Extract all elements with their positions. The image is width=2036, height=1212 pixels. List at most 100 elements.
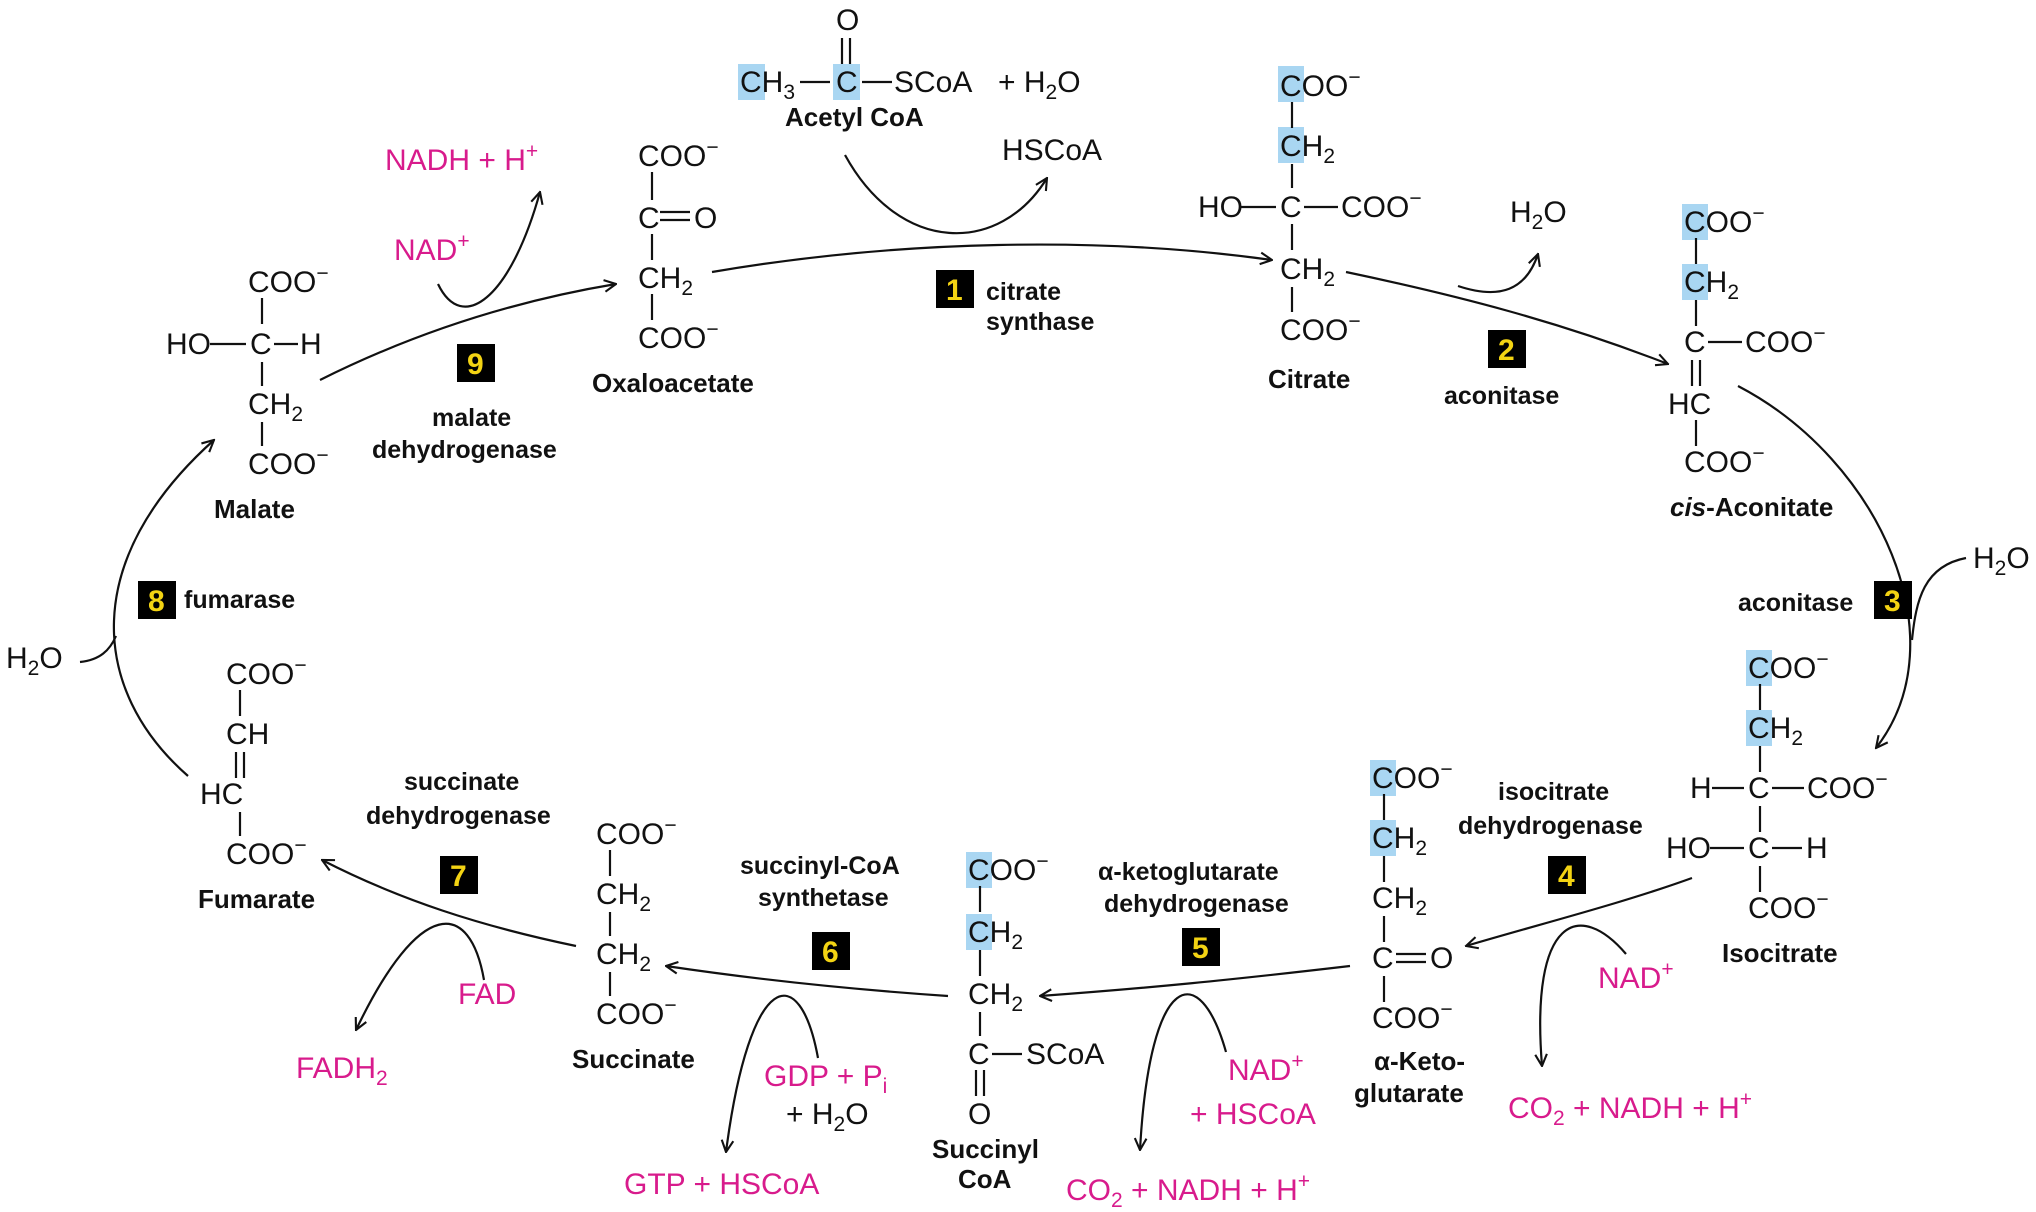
svg-text:CH2: CH2	[1372, 882, 1427, 920]
succinyl-coa-structure: COO− CH2 CH2 C SCoA O Succinyl CoA	[932, 850, 1104, 1194]
svg-text:6: 6	[822, 936, 839, 969]
step5-side-arrow	[1140, 993, 1228, 1150]
svg-text:HO: HO	[1198, 191, 1243, 224]
enzyme-label: α-ketoglutarate	[1098, 858, 1279, 886]
hscoa-reactant-step5: + HSCoA	[1190, 1098, 1316, 1131]
enzyme-label: aconitase	[1738, 589, 1853, 617]
svg-text:CH2: CH2	[248, 388, 303, 426]
fumarate-structure: COO− CH HC COO− Fumarate	[198, 654, 315, 914]
nad-reactant-step5: NAD+	[1228, 1050, 1304, 1087]
svg-text:COO−: COO−	[1372, 998, 1453, 1035]
svg-text:CH2: CH2	[638, 262, 693, 300]
step-number-box	[936, 270, 974, 308]
svg-text:C: C	[1748, 772, 1770, 805]
step-number-box	[1548, 856, 1586, 894]
step-6: 6 succinyl-CoA synthetase	[740, 852, 900, 970]
svg-text:C: C	[968, 1038, 990, 1071]
svg-text:COO−: COO−	[248, 444, 329, 481]
oxaloacetate-structure: COO− C O CH2 COO− Oxaloacetate	[592, 136, 754, 398]
svg-text:C: C	[638, 202, 660, 235]
step-number-box	[1488, 330, 1526, 368]
enzyme-label: dehydrogenase	[366, 802, 551, 830]
svg-text:+ H2O: + H2O	[998, 66, 1081, 104]
svg-text:CH3: CH3	[740, 66, 795, 104]
citrate-structure: COO− CH2 HO C COO− CH2 COO− Citrate	[1198, 66, 1422, 394]
compound-name-succinyl-coa-2: CoA	[958, 1164, 1012, 1194]
h2o-product-step2: H2O	[1510, 196, 1567, 234]
svg-text:C: C	[836, 66, 858, 99]
svg-text:COO−: COO−	[638, 136, 719, 173]
svg-text:O: O	[694, 202, 717, 235]
svg-text:COO−: COO−	[1807, 768, 1888, 805]
svg-text:COO−: COO−	[1745, 322, 1826, 359]
step-4: 4 isocitrate dehydrogenase	[1458, 778, 1643, 894]
enzyme-label: succinyl-CoA	[740, 852, 900, 880]
fad-reactant: FAD	[458, 978, 516, 1011]
step7-arrow	[322, 860, 577, 948]
svg-text:9: 9	[467, 348, 484, 381]
svg-text:H: H	[300, 328, 322, 361]
svg-text:COO−: COO−	[596, 994, 677, 1031]
svg-text:CH2: CH2	[1748, 712, 1803, 750]
svg-text:CH2: CH2	[1372, 822, 1427, 860]
step-number-box	[1874, 581, 1912, 619]
gtp-hscoa-products: GTP + HSCoA	[624, 1168, 819, 1201]
step-number-box	[457, 344, 495, 382]
svg-text:CH2: CH2	[596, 938, 651, 976]
svg-text:SCoA: SCoA	[1026, 1038, 1104, 1071]
svg-text:COO−: COO−	[1684, 442, 1765, 479]
step-number-box	[1182, 928, 1220, 966]
step9-side-arrow	[437, 192, 540, 308]
svg-text:COO−: COO−	[226, 654, 307, 691]
enzyme-label: aconitase	[1444, 382, 1559, 410]
gdp-pi-reactant: GDP + Pi	[764, 1060, 887, 1098]
compound-name-fumarate: Fumarate	[198, 884, 315, 914]
enzyme-label: dehydrogenase	[372, 436, 557, 464]
nadh-h-product-step9: NADH + H+	[385, 140, 538, 177]
compound-name-succinate: Succinate	[572, 1044, 695, 1074]
nad-reactant-step4: NAD+	[1598, 958, 1674, 995]
compound-name-alpha-ketoglutarate-1: α-Keto-	[1374, 1046, 1465, 1076]
svg-text:CH2: CH2	[596, 878, 651, 916]
step6-side-arrow	[726, 994, 820, 1152]
step-number-box	[440, 856, 478, 894]
enzyme-label: synthase	[986, 308, 1094, 336]
svg-text:SCoA: SCoA	[894, 66, 972, 99]
enzyme-label: fumarase	[184, 586, 295, 614]
step-number-box	[812, 932, 850, 970]
svg-text:COO−: COO−	[1372, 758, 1453, 795]
svg-text:CH2: CH2	[1280, 130, 1335, 168]
svg-text:C: C	[1684, 326, 1706, 359]
svg-text:COO−: COO−	[1341, 187, 1422, 224]
svg-text:5: 5	[1192, 932, 1209, 965]
fadh2-product: FADH2	[296, 1052, 388, 1090]
svg-text:HO: HO	[166, 328, 211, 361]
h2o-reactant-step8: H2O	[6, 642, 63, 680]
svg-text:COO−: COO−	[1280, 66, 1361, 103]
svg-text:COO−: COO−	[248, 262, 329, 299]
step7-side-arrow	[356, 922, 486, 1030]
step3-arrow	[1737, 385, 1912, 748]
step4-products: CO2 + NADH + H+	[1508, 1088, 1752, 1130]
svg-text:2: 2	[1498, 334, 1515, 367]
step-1: 1 citrate synthase	[936, 270, 1094, 336]
svg-text:COO−: COO−	[1748, 888, 1829, 925]
step-9: 9 malate dehydrogenase	[372, 344, 557, 464]
step8-arrow	[112, 440, 214, 777]
svg-text:CH2: CH2	[968, 978, 1023, 1016]
succinate-structure: COO− CH2 CH2 COO− Succinate	[572, 814, 695, 1074]
step8-h2o-arrow	[79, 635, 118, 664]
step5-arrow	[1040, 964, 1351, 996]
svg-text:C: C	[1372, 942, 1394, 975]
compound-name-isocitrate: Isocitrate	[1722, 938, 1838, 968]
h2o-reactant-step3: H2O	[1973, 542, 2030, 580]
compound-name-oxaloacetate: Oxaloacetate	[592, 368, 754, 398]
compound-name-cis-aconitate: cis-Aconitate	[1670, 492, 1833, 522]
svg-text:COO−: COO−	[638, 318, 719, 355]
malate-structure: COO− HO C H CH2 COO− Malate	[166, 262, 329, 524]
step9-arrow	[319, 284, 616, 381]
svg-text:O: O	[1430, 942, 1453, 975]
alpha-ketoglutarate-structure: COO− CH2 CH2 C O COO− α-Keto- glutarate	[1354, 758, 1465, 1108]
step-7: 7 succinate dehydrogenase	[366, 768, 551, 894]
svg-text:HC: HC	[200, 778, 243, 811]
